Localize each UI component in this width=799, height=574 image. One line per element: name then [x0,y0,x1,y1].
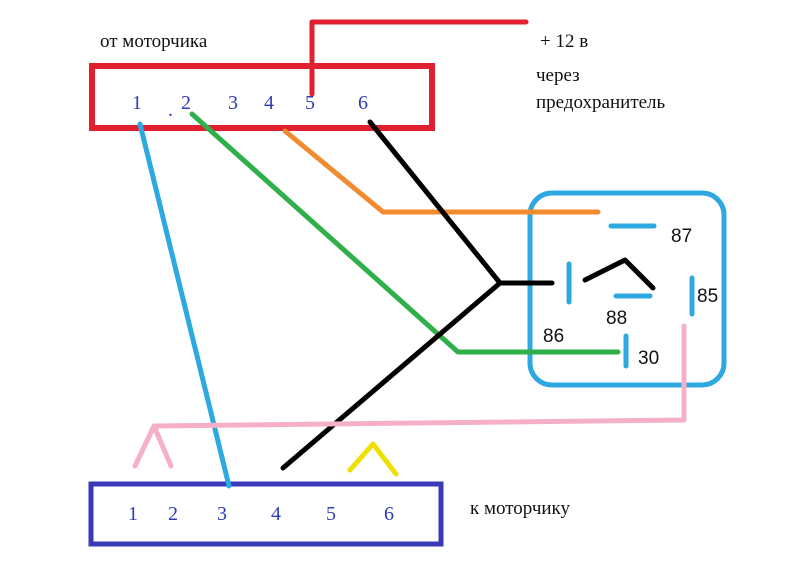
wire-pink [151,323,687,429]
wire-black-lower [280,280,503,471]
bottom-pin-1: 1 [128,503,138,525]
bottom-pin-3: 3 [217,503,227,525]
wire-green [189,111,621,355]
relay-switch-arm [582,257,656,291]
top-pin-2: 2 [181,92,191,114]
top-pin-3: 3 [228,92,238,114]
top-connector-box [89,63,435,131]
bottom-pin-2: 2 [168,503,178,525]
wire-pink-fork [132,423,174,469]
relay-label-30: 30 [638,348,659,369]
bottom-pin-6: 6 [384,503,394,525]
relay-label-86: 86 [543,326,564,347]
top-pin-6: 6 [358,92,368,114]
wire-black-upper [367,119,503,286]
bottom-pin-4: 4 [271,503,281,525]
label-from-motor: от моторчика [100,31,208,52]
top-pin-5: 5 [305,92,315,114]
label-via: через [536,65,580,86]
top-pin-dot: . [168,99,173,121]
top-pin-1: 1 [132,92,142,114]
label-plus-12v: + 12 в [540,31,588,52]
power-wire [309,19,529,97]
top-pin-4: 4 [264,92,274,114]
label-to-motor: к моторчику [470,498,571,519]
relay-label-88: 88 [606,308,627,329]
relay-label-87: 87 [671,226,692,247]
relay-box [527,190,727,388]
wire-orange [282,128,601,215]
bottom-connector-box [88,481,444,547]
wire-yellow [347,441,399,477]
label-fuse: предохранитель [536,92,666,113]
bottom-pin-5: 5 [326,503,336,525]
relay-label-85: 85 [697,286,718,307]
